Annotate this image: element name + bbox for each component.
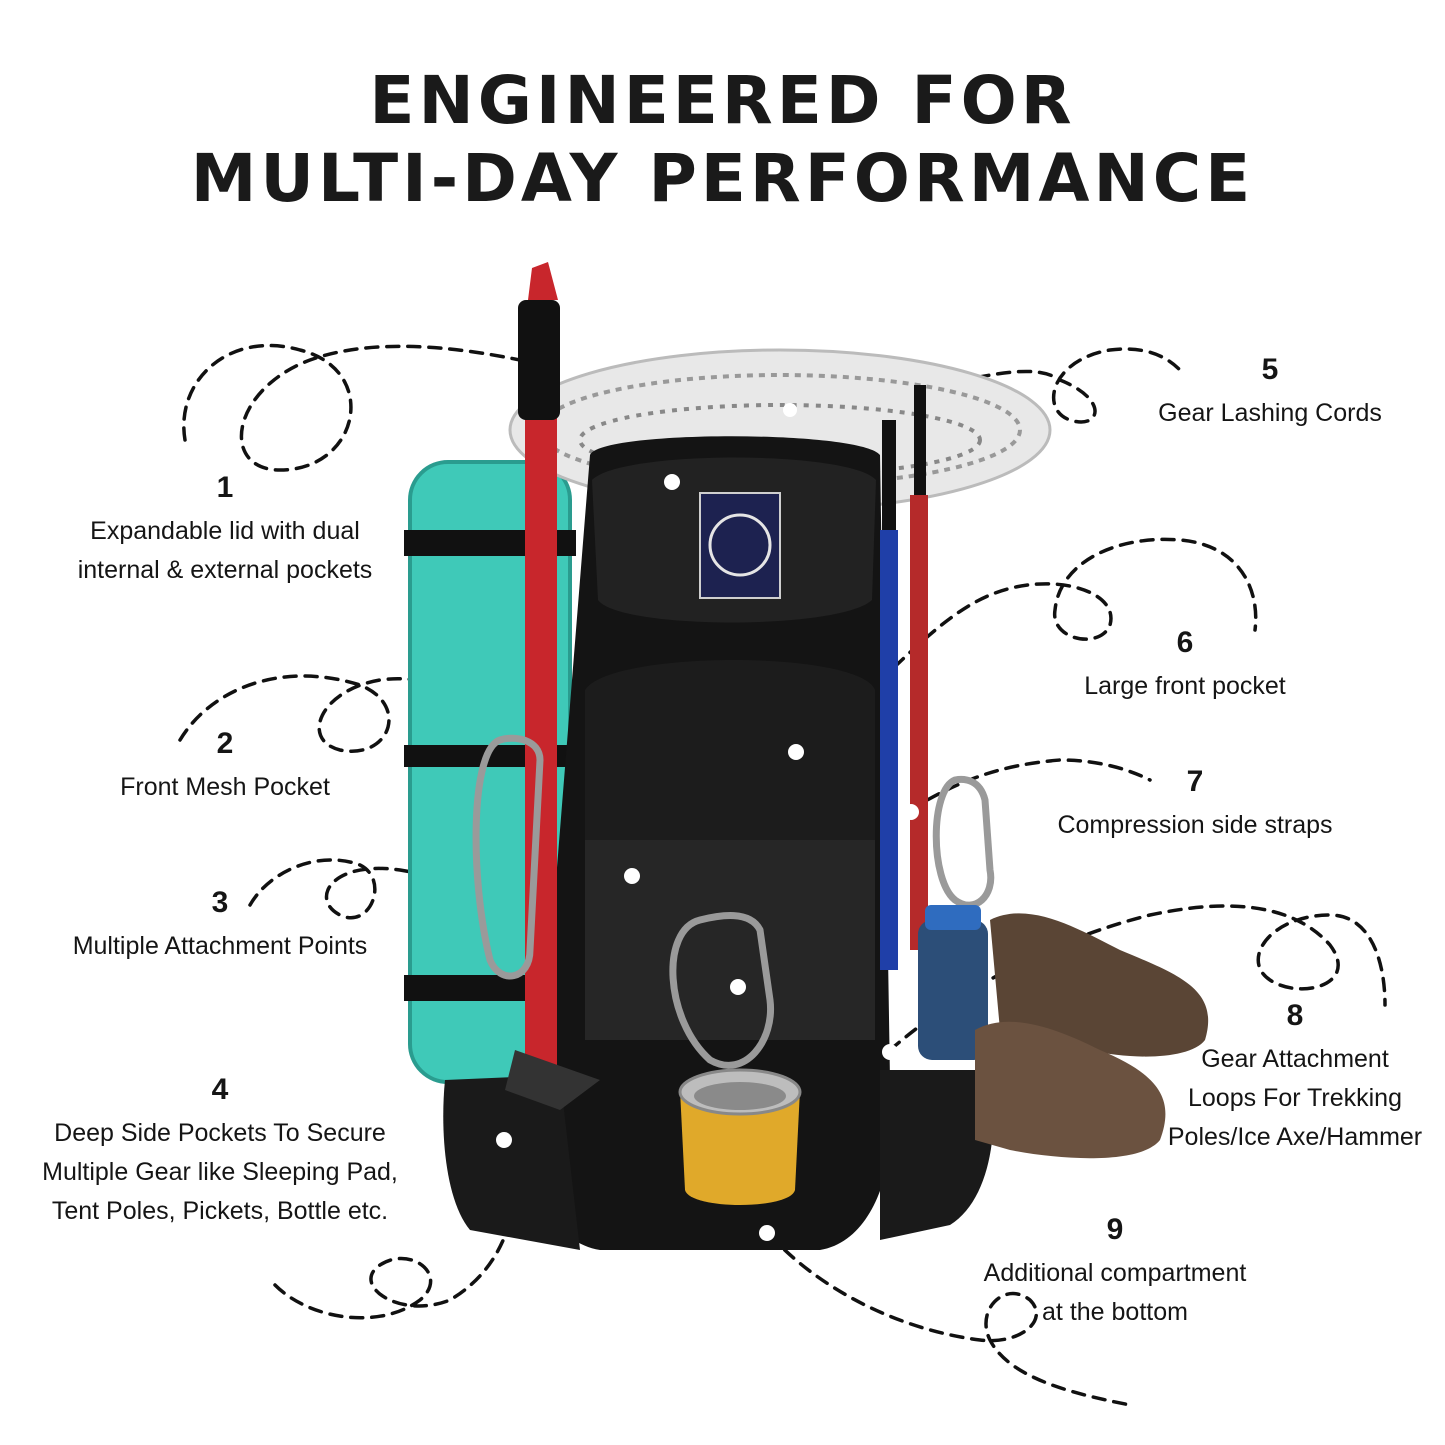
carabiners bbox=[472, 734, 995, 1069]
callout-4: 4 Deep Side Pockets To Secure Multiple G… bbox=[20, 1072, 420, 1231]
callout-9-number: 9 bbox=[1106, 1213, 1124, 1246]
callout-4-number: 4 bbox=[211, 1073, 229, 1106]
headline-line-2: MULTI-DAY PERFORMANCE bbox=[190, 140, 1255, 217]
callout-2-number: 2 bbox=[216, 727, 234, 760]
callout-6-text: Large front pocket bbox=[1084, 672, 1286, 700]
headline-line-1: ENGINEERED FOR bbox=[369, 62, 1076, 139]
water-bottle bbox=[918, 905, 988, 1060]
callout-7-text: Compression side straps bbox=[1057, 811, 1333, 839]
feature-dots bbox=[496, 403, 919, 1241]
backpack-body bbox=[443, 436, 994, 1250]
callout-5-number: 5 bbox=[1261, 353, 1279, 386]
callout-5-text: Gear Lashing Cords bbox=[1158, 399, 1382, 427]
trekking-poles bbox=[880, 385, 928, 970]
callout-1: 1 Expandable lid with dual internal & ex… bbox=[40, 470, 410, 590]
callout-2-text: Front Mesh Pocket bbox=[120, 773, 330, 801]
callout-5: 5 Gear Lashing Cords bbox=[1120, 352, 1420, 433]
callout-9: 9 Additional compartment at the bottom bbox=[960, 1212, 1270, 1332]
callout-8-text: Gear Attachment Loops For Trekking Poles… bbox=[1167, 1045, 1423, 1151]
callout-1-text: Expandable lid with dual internal & exte… bbox=[77, 517, 373, 584]
callout-1-number: 1 bbox=[216, 471, 234, 504]
callout-3-text: Multiple Attachment Points bbox=[72, 932, 368, 960]
callout-8-number: 8 bbox=[1286, 999, 1304, 1032]
callout-3-number: 3 bbox=[211, 886, 229, 919]
callout-7-number: 7 bbox=[1186, 765, 1204, 798]
callout-2: 2 Front Mesh Pocket bbox=[80, 726, 370, 807]
camping-mug bbox=[678, 1068, 802, 1205]
callout-6-number: 6 bbox=[1176, 626, 1194, 659]
callout-8: 8 Gear Attachment Loops For Trekking Pol… bbox=[1150, 998, 1440, 1157]
callout-3: 3 Multiple Attachment Points bbox=[40, 885, 400, 966]
callout-6: 6 Large front pocket bbox=[1040, 625, 1330, 706]
leader-lines bbox=[178, 343, 1387, 1407]
callout-7: 7 Compression side straps bbox=[1030, 764, 1360, 845]
callout-4-text: Deep Side Pockets To Secure Multiple Gea… bbox=[42, 1119, 398, 1225]
hiking-boots bbox=[975, 913, 1209, 1159]
callout-9-text: Additional compartment at the bottom bbox=[983, 1259, 1247, 1326]
